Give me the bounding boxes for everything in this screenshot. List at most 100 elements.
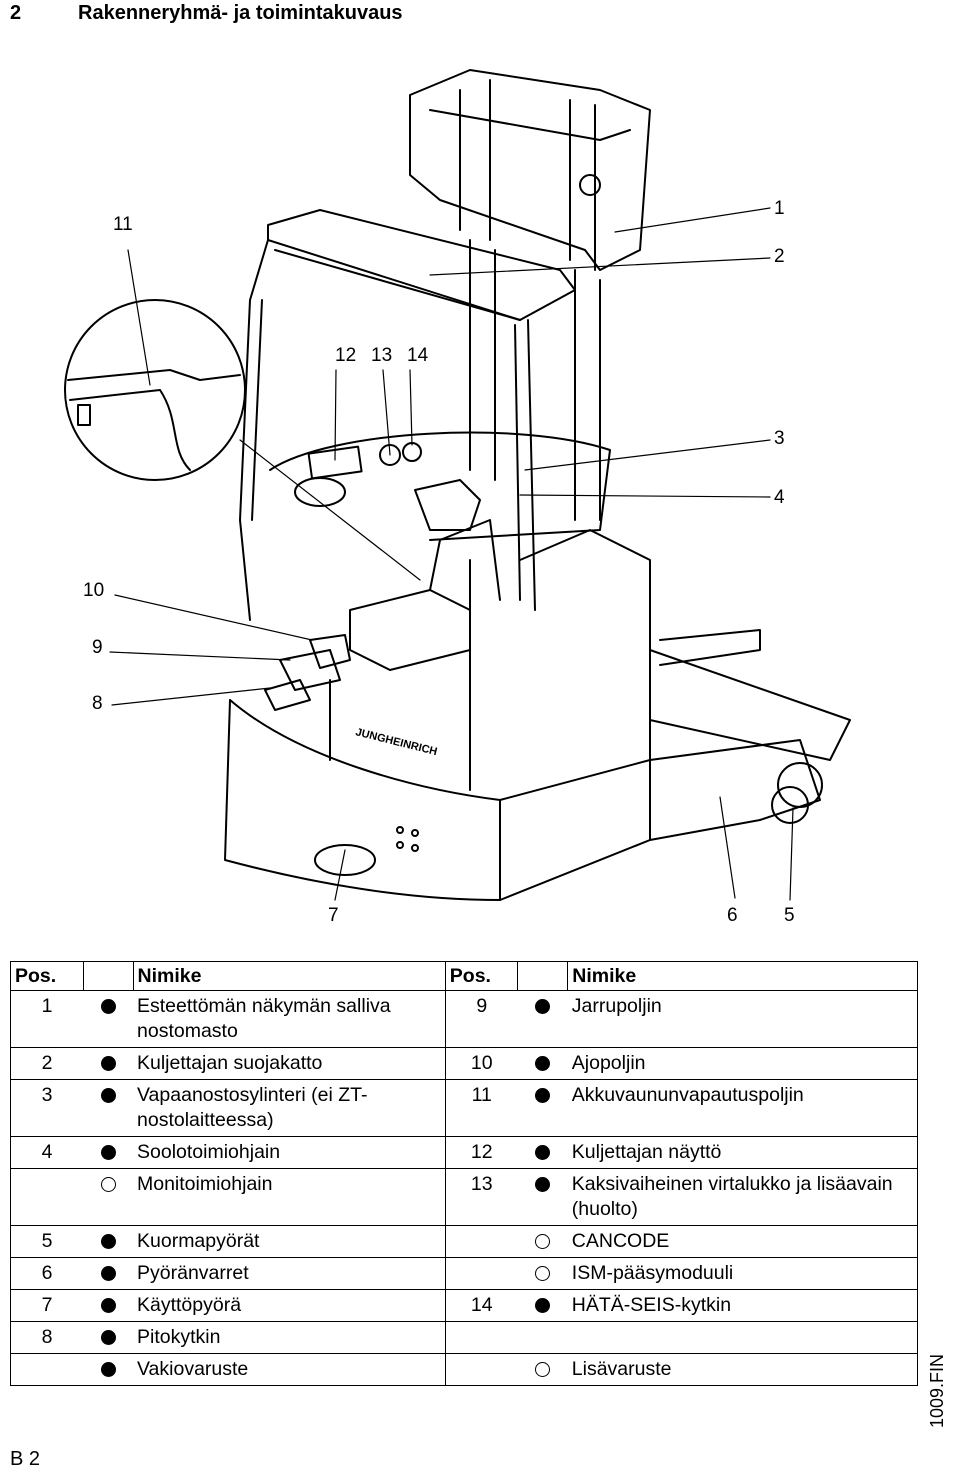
cell-pos-right: 11	[444, 1079, 518, 1137]
cell-name-right: HÄTÄ-SEIS-kytkin	[567, 1289, 918, 1322]
cell-name-right: Kuljettajan näyttö	[567, 1136, 918, 1169]
cell-symbol-right	[517, 1136, 568, 1169]
header-name-right: Nimike	[567, 961, 918, 991]
cell-name-left: Kuormapyörät	[133, 1225, 446, 1258]
callout-14: 14	[407, 345, 429, 366]
callout-13: 13	[371, 345, 393, 366]
cell-pos-right	[444, 1353, 518, 1386]
section-number: 2	[10, 2, 22, 24]
cell-symbol-left	[83, 1168, 133, 1226]
cell-name-right: Akkuvaununvapautuspoljin	[567, 1079, 918, 1137]
filled-circle-icon	[535, 1056, 551, 1072]
filled-circle-icon	[535, 999, 551, 1015]
cell-name-left: Pyöränvarret	[133, 1257, 446, 1290]
callout-3: 3	[774, 428, 785, 449]
cell-pos-left: 6	[10, 1257, 83, 1290]
header-pos-right: Pos.	[444, 961, 519, 991]
filled-circle-icon	[535, 1088, 551, 1104]
cell-name-right: ISM-pääsymoduuli	[567, 1257, 918, 1290]
cell-pos-right: 10	[444, 1047, 518, 1080]
filled-circle-icon	[100, 1088, 116, 1104]
cell-pos-left	[10, 1353, 83, 1386]
cell-name-left: Soolotoimiohjain	[133, 1136, 446, 1169]
callout-4: 4	[774, 487, 785, 508]
cell-symbol-right	[517, 1289, 568, 1322]
table-row: 6 Pyöränvarret ISM-pääsymoduuli	[10, 1257, 918, 1290]
cell-pos-left: 3	[10, 1079, 83, 1137]
cell-name-right: Ajopoljin	[567, 1047, 918, 1080]
cell-pos-right: 12	[444, 1136, 518, 1169]
cell-symbol-left	[83, 1225, 133, 1258]
cell-pos-right: 14	[444, 1289, 518, 1322]
cell-pos-left: 1	[10, 990, 83, 1048]
cell-name-left: Käyttöpyörä	[133, 1289, 446, 1322]
cell-pos-right: 13	[444, 1168, 518, 1226]
cell-name-left: Vapaanostosylinteri (ei ZT-nostolaittees…	[133, 1079, 446, 1137]
cell-pos-left: 4	[10, 1136, 83, 1169]
cell-symbol-right	[517, 1047, 568, 1080]
filled-circle-icon	[100, 1145, 116, 1161]
callout-1: 1	[774, 198, 785, 219]
header-name-left: Nimike	[132, 961, 446, 991]
cell-name-right	[567, 1321, 918, 1354]
table-row: 3 Vapaanostosylinteri (ei ZT-nostolaittee…	[10, 1079, 918, 1137]
open-circle-icon	[100, 1177, 116, 1193]
callout-8: 8	[92, 693, 103, 714]
cell-symbol-left	[83, 1047, 133, 1080]
page-number: B 2	[10, 1448, 41, 1470]
cell-name-right: Lisävaruste	[567, 1353, 918, 1386]
cell-symbol-right	[517, 1353, 568, 1386]
cell-pos-right	[444, 1321, 518, 1354]
callout-5: 5	[784, 905, 795, 926]
open-circle-icon	[535, 1234, 551, 1250]
filled-circle-icon	[100, 1362, 116, 1378]
filled-circle-icon	[535, 1298, 551, 1314]
callout-7: 7	[328, 905, 339, 926]
cell-name-left: Vakiovaruste	[133, 1353, 446, 1386]
document-code: 1009.FIN	[927, 1353, 947, 1428]
cell-name-right: Kaksivaiheinen virtalukko ja lisäavain (…	[567, 1168, 918, 1226]
cell-pos-right	[444, 1225, 518, 1258]
cell-name-left: Monitoimiohjain	[133, 1168, 446, 1226]
cell-symbol-left	[83, 1257, 133, 1290]
table-row: 8 Pitokytkin	[10, 1321, 918, 1354]
cell-name-right: Jarrupoljin	[567, 990, 918, 1048]
filled-circle-icon	[100, 1298, 116, 1314]
cell-pos-right: 9	[444, 990, 518, 1048]
cell-pos-left: 7	[10, 1289, 83, 1322]
page-title: Rakenneryhmä- ja toimintakuvaus	[78, 2, 403, 24]
table-row: Vakiovaruste Lisävaruste	[10, 1353, 918, 1386]
filled-circle-icon	[100, 1234, 116, 1250]
cell-pos-left	[10, 1168, 83, 1226]
open-circle-icon	[535, 1266, 551, 1282]
cell-symbol-right	[517, 1079, 568, 1137]
cell-pos-left: 8	[10, 1321, 83, 1354]
filled-circle-icon	[535, 1177, 551, 1193]
filled-circle-icon	[535, 1145, 551, 1161]
table-header-row: Pos. Nimike Pos. Nimike	[10, 961, 918, 991]
cell-name-left: Esteettömän näkymän salliva nostomasto	[133, 990, 446, 1048]
callout-6: 6	[727, 905, 738, 926]
cell-name-left: Kuljettajan suojakatto	[133, 1047, 446, 1080]
cell-symbol-right	[517, 1168, 568, 1226]
cell-symbol-left	[83, 1289, 133, 1322]
filled-circle-icon	[100, 1056, 116, 1072]
open-circle-icon	[535, 1362, 551, 1378]
cell-symbol-left	[83, 990, 133, 1048]
cell-symbol-left	[83, 1321, 133, 1354]
callout-2: 2	[774, 246, 785, 267]
cell-name-left: Pitokytkin	[133, 1321, 446, 1354]
filled-circle-icon	[100, 1330, 116, 1346]
header-pos-left: Pos.	[10, 961, 84, 991]
cell-pos-left: 2	[10, 1047, 83, 1080]
callout-10: 10	[83, 580, 105, 601]
cell-symbol-right	[517, 990, 568, 1048]
cell-symbol-left	[83, 1353, 133, 1386]
cell-symbol-left	[83, 1136, 133, 1169]
callout-12: 12	[335, 345, 357, 366]
brand-logo: JUNGHEINRICH	[354, 726, 438, 758]
